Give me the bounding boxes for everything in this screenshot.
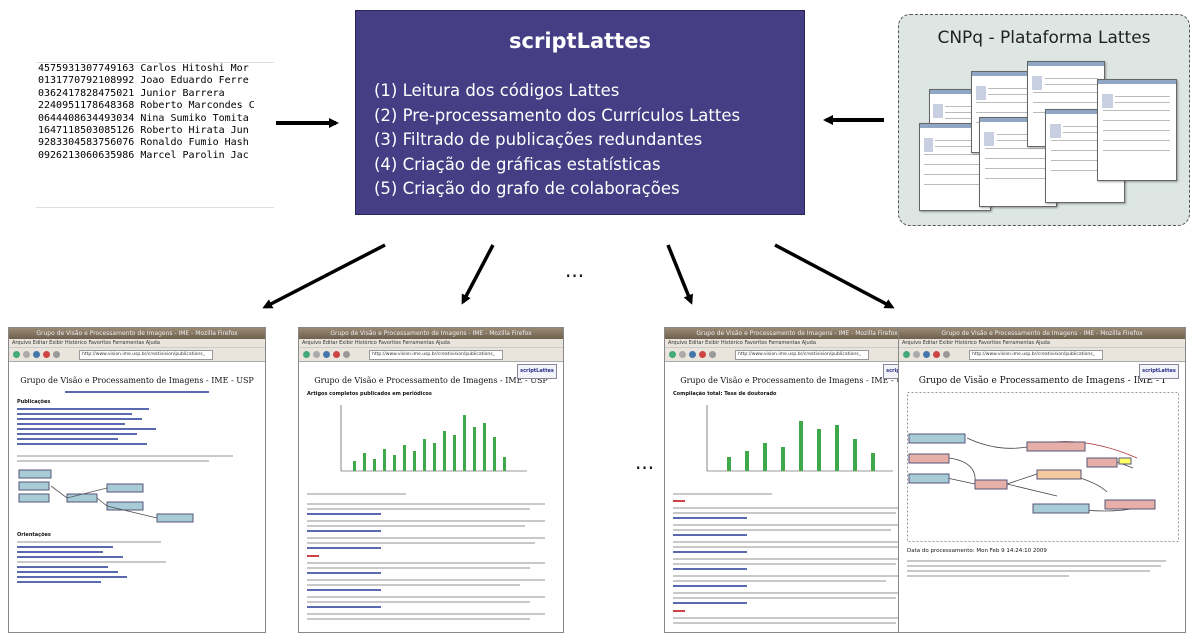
url-bar[interactable]: http://www.vision.ime.usp.br/creativisio… [969, 350, 1103, 360]
forward-icon[interactable] [23, 351, 30, 358]
window-titlebar: Grupo de Visão e Processamento de Imagen… [665, 328, 929, 339]
page-content: scriptLattes Grupo de Visão e Processame… [665, 362, 929, 631]
forward-icon[interactable] [313, 351, 320, 358]
back-icon[interactable] [303, 351, 310, 358]
id-row: 4575931307749163 Carlos Hitoshi Mor [38, 63, 249, 74]
scriptlattes-logo: scriptLattes [517, 364, 557, 379]
arrow-process-to-output-2 [461, 244, 495, 305]
forward-icon[interactable] [679, 351, 686, 358]
output-screenshot-4: Grupo de Visão e Processamento de Imagen… [898, 327, 1186, 633]
id-row: 0926213060635986 Marcel Parolin Jac [38, 149, 249, 161]
reload-icon[interactable] [923, 351, 930, 358]
id-row: 0362417828475021 Junior Barrera [38, 87, 225, 99]
curriculum-page-thumbnail [1097, 79, 1177, 181]
home-icon[interactable] [343, 351, 350, 358]
section-heading: Publicações [17, 399, 51, 405]
output-screenshot-3: Grupo de Visão e Processamento de Imagen… [664, 327, 930, 633]
section-heading: Artigos completos publicados em periódic… [307, 391, 432, 397]
curriculum-thumbnails [919, 61, 1183, 211]
page-title: Grupo de Visão e Processamento de Imagen… [680, 376, 914, 385]
output-screenshot-1: Grupo de Visão e Processamento de Imagen… [8, 327, 266, 633]
browser-toolbar: http://www.vision.ime.usp.br/creativisio… [899, 348, 1185, 362]
collaboration-graph-thumbnail [907, 392, 1179, 542]
source-title: CNPq - Plataforma Lattes [937, 28, 1151, 48]
output-screenshot-2: Grupo de Visão e Processamento de Imagen… [298, 327, 564, 633]
collaboration-graph-thumbnail [18, 469, 194, 523]
stop-icon[interactable] [43, 351, 50, 358]
home-icon[interactable] [709, 351, 716, 358]
process-step: (1) Leitura dos códigos Lattes [374, 81, 620, 100]
forward-icon[interactable] [913, 351, 920, 358]
url-bar[interactable]: http://www.vision.ime.usp.br/creativisio… [735, 350, 869, 360]
url-bar[interactable]: http://www.vision.ime.usp.br/creativisio… [79, 350, 213, 360]
id-row: 9283304583756076 Ronaldo Fumio Hash [38, 137, 249, 149]
processing-date: Data do processamento: Mon Feb 9 14:24:1… [907, 548, 1047, 554]
browser-menubar: Arquivo Editar Exibir Histórico Favorito… [299, 339, 563, 348]
window-titlebar: Grupo de Visão e Processamento de Imagen… [899, 328, 1185, 339]
arrow-process-to-output-4 [774, 243, 895, 309]
back-icon[interactable] [903, 351, 910, 358]
page-content: scriptLattes Grupo de Visão e Processame… [899, 362, 1185, 584]
arrow-process-to-output-1 [262, 243, 386, 309]
cnpq-source-box: CNPq - Plataforma Lattes [898, 14, 1190, 226]
scriptlattes-process-box: scriptLattes (1) Leitura dos códigos Lat… [355, 10, 805, 215]
stop-icon[interactable] [933, 351, 940, 358]
home-icon[interactable] [53, 351, 60, 358]
bar-chart-thumbnail [706, 405, 893, 472]
browser-menubar: Arquivo Editar Exibir Histórico Favorito… [9, 339, 265, 348]
stop-icon[interactable] [699, 351, 706, 358]
lattes-id-list: 4575931307749163 Carlos Hitoshi Mor 0131… [36, 62, 274, 208]
home-icon[interactable] [943, 351, 950, 358]
section-heading: Compilação total: Tese de doutorado [673, 391, 777, 397]
window-titlebar: Grupo de Visão e Processamento de Imagen… [9, 328, 265, 339]
process-step: (3) Filtrado de publicações redundantes [374, 130, 703, 149]
browser-menubar: Arquivo Editar Exibir Histórico Favorito… [665, 339, 929, 348]
window-titlebar: Grupo de Visão e Processamento de Imagen… [299, 328, 563, 339]
page-content: Grupo de Visão e Processamento de Imagen… [9, 362, 265, 590]
url-bar[interactable]: http://www.vision.ime.usp.br/creativisio… [369, 350, 503, 360]
id-row: 0131770792108992 Joao Eduardo Ferre [38, 75, 249, 87]
stop-icon[interactable] [333, 351, 340, 358]
back-icon[interactable] [13, 351, 20, 358]
process-step: (2) Pre-processamento dos Currículos Lat… [374, 105, 741, 125]
process-title: scriptLattes [509, 29, 651, 53]
browser-toolbar: http://www.vision.ime.usp.br/creativisio… [9, 348, 265, 362]
page-title: Grupo de Visão e Processamento de Imagen… [314, 376, 548, 385]
ellipsis-arrows: ... [565, 258, 585, 282]
browser-toolbar: http://www.vision.ime.usp.br/creativisio… [665, 348, 929, 362]
page-content: scriptLattes Grupo de Visão e Processame… [299, 362, 563, 627]
reload-icon[interactable] [323, 351, 330, 358]
reload-icon[interactable] [689, 351, 696, 358]
back-icon[interactable] [669, 351, 676, 358]
id-row: 0644408634493034 Nina Sumiko Tomita [38, 112, 249, 124]
page-title: Grupo de Visão e Processamento de Imagen… [918, 376, 1166, 386]
id-row: 1647118503085126 Roberto Hirata Jun [38, 125, 249, 137]
arrow-process-to-output-3 [666, 244, 694, 305]
process-steps: (1) Leitura dos códigos Lattes (2) Pre-p… [374, 79, 740, 202]
bar-chart-thumbnail [340, 405, 527, 472]
ellipsis-screens: ... [635, 450, 655, 474]
process-step: (4) Criação de gráficas estatísticas [374, 154, 661, 174]
reload-icon[interactable] [33, 351, 40, 358]
process-step: (5) Criação do grafo de colaborações [374, 179, 680, 198]
id-row: 2240951178648368 Roberto Marcondes C [38, 100, 255, 112]
browser-toolbar: http://www.vision.ime.usp.br/creativisio… [299, 348, 563, 362]
page-title: Grupo de Visão e Processamento de Imagen… [20, 376, 254, 385]
scriptlattes-logo: scriptLattes [1139, 364, 1179, 379]
browser-menubar: Arquivo Editar Exibir Histórico Favorito… [899, 339, 1185, 348]
